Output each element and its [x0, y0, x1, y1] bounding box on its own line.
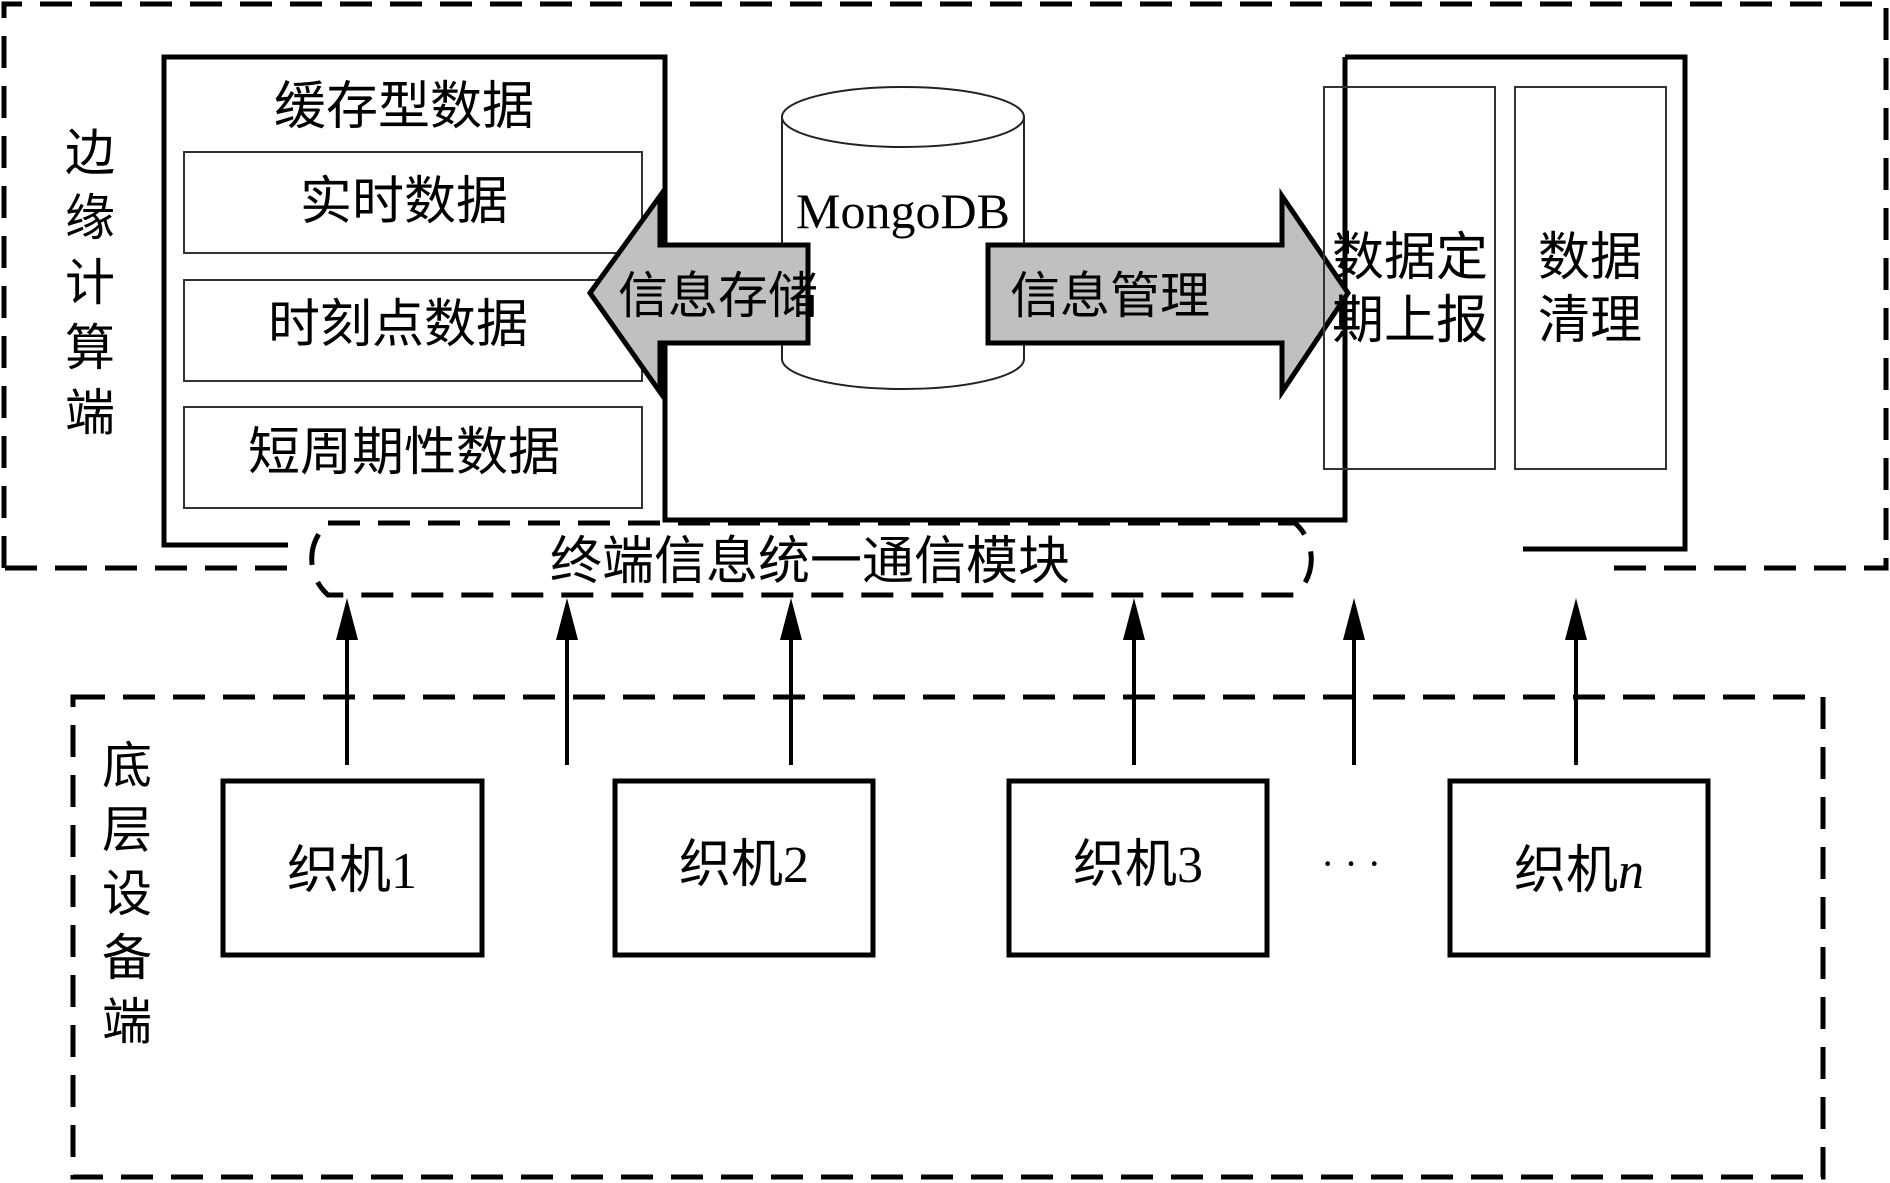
info-storage-arrow: 信息存储	[586, 188, 818, 400]
machine-n: 织机n	[1447, 778, 1711, 958]
edge-label-char: 计	[65, 254, 115, 312]
management-item-box	[1514, 86, 1667, 470]
cleanup-line-2: 清理	[1538, 291, 1642, 351]
edge-label-char: 缘	[65, 189, 115, 247]
machine-label: 织机2	[679, 835, 809, 895]
device-label-char: 备	[102, 929, 152, 987]
report-line-1: 数据定	[1332, 228, 1488, 288]
cache-item-timepoint: 时刻点数据	[268, 295, 528, 355]
database-top	[781, 86, 1025, 148]
database-icon	[781, 117, 1025, 390]
machine-label: 织机1	[287, 841, 417, 901]
edge-region-border	[1, 1, 1889, 571]
cache-db-frame	[161, 54, 1348, 548]
edge-label-char: 算	[65, 319, 115, 377]
mongodb-database: MongoDB	[781, 86, 1025, 390]
upload-arrow-head-icon	[556, 598, 578, 640]
machine-2: 织机2	[612, 778, 876, 958]
device-region-border	[70, 694, 1826, 1180]
device-label-char: 端	[102, 993, 152, 1051]
edge-label-char: 边	[65, 124, 115, 182]
device-label-char: 设	[102, 865, 152, 923]
cache-title: 缓存型数据	[274, 77, 534, 137]
info-management-label: 信息管理	[1010, 267, 1210, 325]
communication-module: 终端信息统一通信模块	[309, 520, 1314, 598]
upload-arrow-head-icon	[1123, 598, 1145, 640]
edge-region-label: 边 缘 计 算 端	[65, 124, 115, 442]
upload-arrows	[336, 598, 1587, 765]
machines: 织机1 织机2 织机3 · · · 织机n	[220, 778, 1711, 958]
machines-ellipsis: · · ·	[1321, 841, 1381, 886]
management-items: 数据定 期上报 数据 清理	[1323, 86, 1667, 470]
upload-arrow-head-icon	[780, 598, 802, 640]
upload-arrow-head-icon	[336, 598, 358, 640]
device-label-char: 层	[102, 801, 152, 859]
management-frame	[1345, 54, 1688, 552]
device-label-char: 底	[102, 737, 152, 795]
communication-module-label: 终端信息统一通信模块	[550, 532, 1070, 592]
upload-arrow-head-icon	[1565, 598, 1587, 640]
machine-3: 织机3	[1006, 778, 1270, 958]
cache-item-box	[183, 151, 643, 254]
cache-item-realtime: 实时数据	[300, 172, 508, 232]
cache-items: 实时数据 时刻点数据 短周期性数据	[183, 151, 643, 509]
upload-arrow-head-icon	[1343, 598, 1365, 640]
info-management-arrow: 信息管理	[985, 187, 1352, 401]
cache-item-box	[183, 279, 643, 382]
device-region-label: 底 层 设 备 端	[102, 737, 152, 1051]
management-item-box	[1323, 86, 1496, 470]
cache-item-short-period: 短周期性数据	[248, 423, 560, 483]
info-storage-label: 信息存储	[618, 267, 818, 325]
machine-1: 织机1	[220, 778, 485, 958]
cache-item-box	[183, 406, 643, 509]
cleanup-line-1: 数据	[1538, 228, 1642, 288]
database-label: MongoDB	[796, 183, 1010, 239]
machine-label: 织机n	[1514, 841, 1644, 901]
report-line-2: 期上报	[1332, 291, 1488, 351]
edge-label-char: 端	[65, 384, 115, 442]
machine-label: 织机3	[1073, 835, 1203, 895]
